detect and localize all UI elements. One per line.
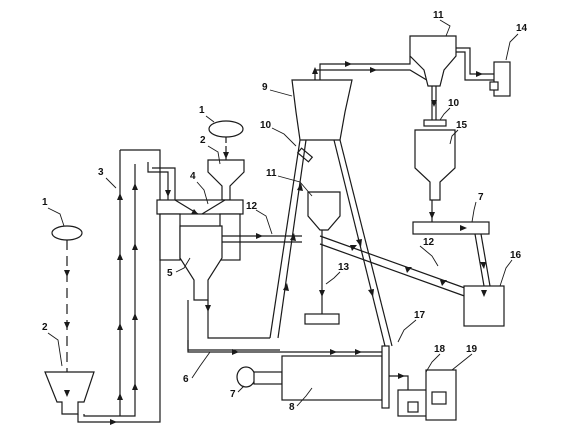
flow-11-to-15 xyxy=(431,86,437,124)
label-2-center: 2 xyxy=(200,135,206,146)
label-4: 4 xyxy=(190,171,196,182)
flow-feed-to-hopper-left xyxy=(64,240,70,372)
flow-disc-to-hopper xyxy=(223,137,229,160)
label-1-left: 1 xyxy=(42,197,48,208)
label-9: 9 xyxy=(262,82,268,93)
label-10-right: 10 xyxy=(448,98,460,109)
label-12-right: 12 xyxy=(423,237,435,248)
cyclone-separator xyxy=(179,225,223,301)
flow-kiln-to-cooler xyxy=(389,373,409,390)
label-8: 8 xyxy=(289,402,295,413)
label-14: 14 xyxy=(516,23,528,34)
label-7-left: 7 xyxy=(230,389,236,400)
label-3: 3 xyxy=(98,167,104,178)
hopper-15 xyxy=(414,129,456,201)
collector-13 xyxy=(304,313,340,325)
hopper-center xyxy=(207,159,245,201)
label-19: 19 xyxy=(466,344,478,355)
cooler-18 xyxy=(397,389,431,417)
fan-14 xyxy=(489,61,511,97)
label-11-lower: 11 xyxy=(266,168,277,179)
label-11-top: 11 xyxy=(433,10,444,21)
duct-12-right xyxy=(319,235,477,299)
label-12-left: 12 xyxy=(246,201,258,212)
conveyor-7-right xyxy=(412,221,490,235)
fan-19 xyxy=(425,369,457,421)
label-17: 17 xyxy=(414,310,426,321)
burner xyxy=(236,366,283,388)
rotary-kiln xyxy=(275,349,383,401)
preheater-9 xyxy=(291,79,353,141)
flow-cyclone-down xyxy=(187,300,280,351)
label-13: 13 xyxy=(338,262,350,273)
bucket-elevator xyxy=(77,149,161,425)
feed-disc-left xyxy=(51,225,83,241)
flow-11-to-13 xyxy=(319,230,325,314)
duct-12-left xyxy=(222,233,302,243)
label-18: 18 xyxy=(434,344,446,355)
label-6: 6 xyxy=(183,374,189,385)
valve-10-right xyxy=(423,119,447,127)
flow-11-top-to-14 xyxy=(456,47,494,81)
label-10-left: 10 xyxy=(260,120,272,131)
flow-preheater-up xyxy=(312,56,431,83)
silo-16 xyxy=(463,285,505,327)
mixer-unit xyxy=(156,199,244,261)
leader-lines xyxy=(47,19,519,407)
label-16: 16 xyxy=(510,250,522,261)
label-7-right: 7 xyxy=(478,192,484,203)
label-5: 5 xyxy=(167,268,173,279)
label-1-center: 1 xyxy=(199,105,205,116)
cyclone-11-top xyxy=(409,35,457,87)
elevator-discharge xyxy=(147,162,176,200)
label-15: 15 xyxy=(456,120,468,131)
cyclone-11-lower xyxy=(307,191,341,231)
flow-15-down xyxy=(429,200,435,222)
riser-ducts xyxy=(269,139,393,347)
flow-7-to-16 xyxy=(474,233,491,287)
label-2-left: 2 xyxy=(42,322,48,333)
conveyor-pipe xyxy=(187,340,275,355)
kiln-flange xyxy=(381,345,390,409)
hopper-left xyxy=(44,371,95,415)
feed-disc-center xyxy=(208,120,244,138)
